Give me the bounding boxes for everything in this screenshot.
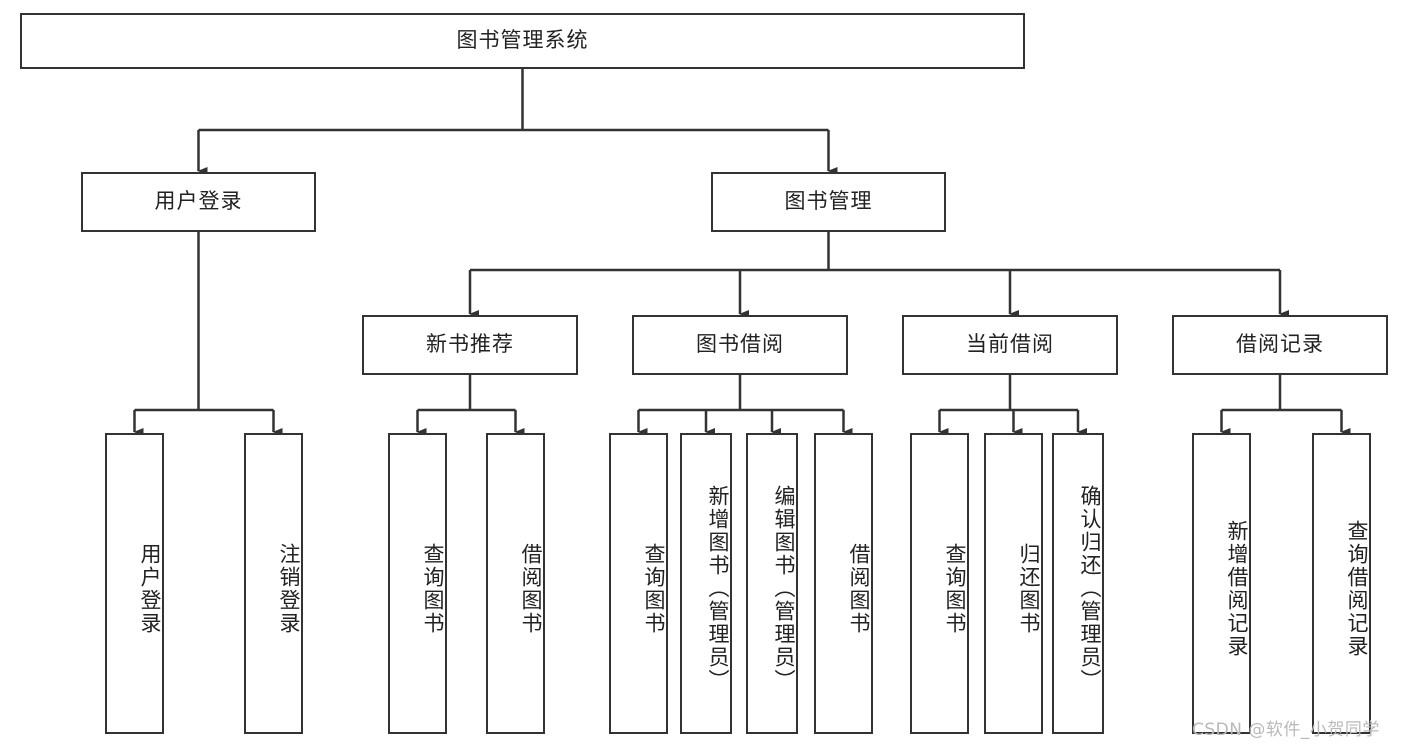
node-label: 编辑图书（管理员）	[772, 485, 796, 692]
node-label: 确认归还（管理员）	[1078, 485, 1102, 692]
node-label: 图书管理	[784, 189, 873, 214]
node-leaf-bw-query[interactable]: 查询图书	[609, 433, 668, 734]
node-label: 注销登录	[277, 542, 301, 635]
node-label: 借阅图书	[519, 542, 543, 635]
node-label: 借阅记录	[1236, 332, 1324, 357]
csdn-watermark: CSDN @软件_小贺同学	[1192, 720, 1380, 740]
node-leaf-bw-borrow[interactable]: 借阅图书	[814, 433, 873, 734]
node-leaf-cur-query[interactable]: 查询图书	[910, 433, 969, 734]
node-label: 查询图书	[642, 542, 666, 635]
node-label: 查询借阅记录	[1345, 519, 1369, 658]
node-leaf-rec-query[interactable]: 查询借阅记录	[1312, 433, 1371, 734]
node-label: 用户登录	[138, 542, 162, 635]
node-label: 借阅图书	[847, 542, 871, 635]
edge-group	[133, 69, 1351, 436]
node-leaf-cur-confirm[interactable]: 确认归还（管理员）	[1052, 433, 1104, 734]
node-label: 新书推荐	[426, 332, 514, 357]
node-label: 图书管理系统	[456, 28, 589, 53]
node-leaf-bw-add[interactable]: 新增图书（管理员）	[680, 433, 732, 734]
node-borrow[interactable]: 图书借阅	[632, 315, 848, 375]
node-bookmgmt[interactable]: 图书管理	[711, 172, 946, 232]
node-current[interactable]: 当前借阅	[902, 315, 1118, 375]
node-label: 归还图书	[1017, 542, 1041, 635]
node-label: 新增图书（管理员）	[706, 485, 730, 692]
node-leaf-bw-edit[interactable]: 编辑图书（管理员）	[746, 433, 798, 734]
node-leaf-user-logout[interactable]: 注销登录	[244, 433, 303, 734]
node-leaf-cur-return[interactable]: 归还图书	[984, 433, 1043, 734]
node-leaf-new-query[interactable]: 查询图书	[388, 433, 447, 734]
node-leaf-rec-add[interactable]: 新增借阅记录	[1192, 433, 1251, 734]
node-root[interactable]: 图书管理系统	[20, 13, 1025, 69]
node-label: 查询图书	[421, 542, 445, 635]
node-login[interactable]: 用户登录	[81, 172, 316, 232]
node-label: 新增借阅记录	[1225, 519, 1249, 658]
node-leaf-user-login[interactable]: 用户登录	[105, 433, 164, 734]
node-records[interactable]: 借阅记录	[1172, 315, 1388, 375]
node-label: 查询图书	[943, 542, 967, 635]
node-label: 当前借阅	[966, 332, 1054, 357]
node-leaf-new-borrow[interactable]: 借阅图书	[486, 433, 545, 734]
node-label: 用户登录	[154, 189, 243, 214]
node-newbooks[interactable]: 新书推荐	[362, 315, 578, 375]
node-label: 图书借阅	[696, 332, 784, 357]
